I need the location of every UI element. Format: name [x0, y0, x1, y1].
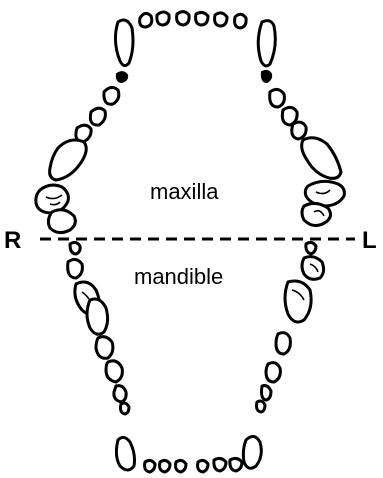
mandible-premolar-right[interactable] [112, 384, 128, 404]
maxilla-premolar-left-cap[interactable] [260, 69, 273, 84]
mandible-molar-left[interactable] [300, 255, 326, 281]
maxilla-molar-right-groove [45, 194, 63, 206]
mandible-premolar-right[interactable] [119, 401, 131, 416]
maxilla-incisor[interactable] [194, 10, 210, 27]
mandible-premolar-left[interactable] [264, 361, 282, 384]
maxilla-incisor[interactable] [155, 10, 171, 27]
mandible-premolar-right[interactable] [94, 335, 115, 360]
maxilla-premolar-right-cap[interactable] [115, 71, 129, 84]
mandible-molar-left[interactable] [304, 240, 318, 256]
mandible-incisor[interactable] [158, 458, 172, 474]
maxilla-premolar-right[interactable] [102, 85, 121, 106]
mandible-molar-right[interactable] [85, 297, 110, 336]
mandible-premolar-left[interactable] [255, 399, 267, 414]
mandible-molar-right[interactable] [68, 240, 82, 256]
mandible-incisor[interactable] [228, 456, 244, 473]
mandible-canine-right[interactable] [114, 435, 136, 472]
mandible-arch [66, 240, 326, 474]
maxilla-molar-left[interactable] [300, 201, 333, 227]
maxilla-canine-right[interactable] [113, 18, 135, 68]
mandible-incisor[interactable] [174, 458, 188, 474]
maxilla-premolar-left[interactable] [290, 120, 308, 141]
maxilla-label: maxilla [150, 179, 219, 204]
mandible-molar-left-groove [291, 289, 305, 301]
mandible-incisor[interactable] [143, 458, 157, 474]
maxilla-incisor[interactable] [175, 10, 191, 27]
maxilla-molar-right[interactable] [48, 138, 88, 182]
maxilla-premolar-left[interactable] [268, 87, 286, 109]
maxilla-premolar-right[interactable] [88, 106, 107, 127]
mandible-incisor[interactable] [196, 458, 210, 474]
left-side-label: L [362, 227, 377, 254]
mandible-premolar-right[interactable] [104, 359, 124, 384]
mandible-premolar-left[interactable] [274, 331, 292, 356]
mandible-molar-left[interactable] [283, 279, 313, 324]
mandible-premolar-left[interactable] [260, 384, 273, 402]
maxilla-molar-left[interactable] [300, 136, 343, 180]
maxilla-premolar-right[interactable] [74, 123, 93, 144]
mandible-molar-right[interactable] [66, 257, 84, 280]
maxilla-molar-left-groove [313, 189, 331, 217]
maxilla-canine-left[interactable] [256, 19, 277, 68]
right-side-label: R [4, 227, 21, 254]
maxilla-arch [34, 10, 346, 235]
maxilla-incisor[interactable] [138, 11, 154, 29]
mandible-canine-left[interactable] [241, 435, 263, 470]
mandible-label: mandible [134, 264, 223, 289]
maxilla-premolar-left[interactable] [280, 105, 299, 127]
maxilla-molar-right[interactable] [46, 208, 77, 235]
mandible-molar-left-groove [309, 263, 319, 273]
maxilla-incisor[interactable] [213, 11, 229, 28]
mandible-incisor[interactable] [212, 456, 228, 473]
maxilla-incisor[interactable] [233, 12, 248, 30]
